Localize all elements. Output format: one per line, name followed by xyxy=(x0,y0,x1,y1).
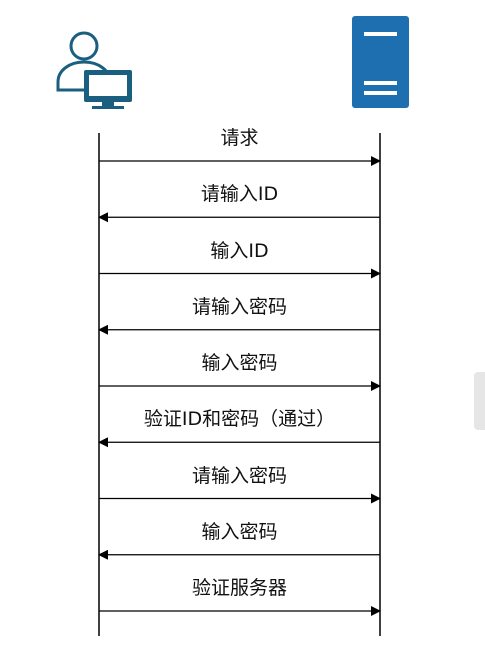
message-arrows xyxy=(98,156,381,616)
message-label: 验证ID和密码（通过） xyxy=(143,408,336,431)
message-label: 请求 xyxy=(220,127,259,149)
message-label: 验证服务器 xyxy=(191,577,287,599)
user-computer-icon xyxy=(56,31,132,109)
message-label: 输入ID xyxy=(210,239,269,262)
message-label: 请输入密码 xyxy=(191,295,287,318)
message-label: 请输入ID xyxy=(200,183,279,206)
message-label: 输入密码 xyxy=(201,352,278,374)
scrollbar-thumb[interactable] xyxy=(474,372,485,430)
message-label: 请输入密码 xyxy=(191,464,287,487)
server-icon xyxy=(352,16,409,108)
message-label: 输入密码 xyxy=(201,520,278,543)
